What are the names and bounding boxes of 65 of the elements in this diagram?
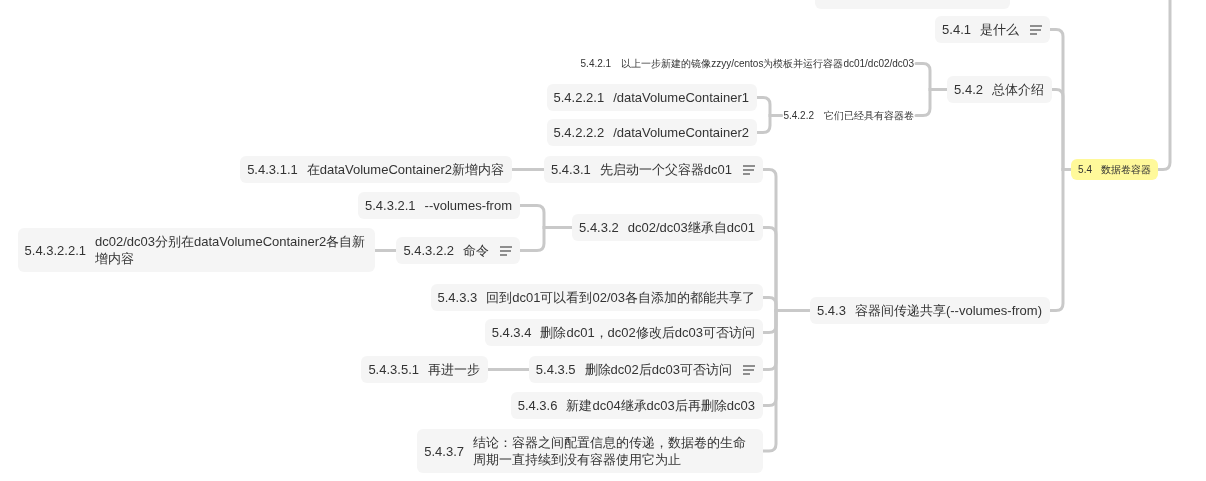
topic-title: 结论：容器之间配置信息的传递，数据卷的生命周期一直持续到没有容器使用它为止 xyxy=(473,434,747,468)
topic-title: 命令 xyxy=(463,242,489,259)
topic-title: 回到dc01可以看到02/03各自添加的都能共享了 xyxy=(486,289,755,306)
topic-box xyxy=(546,119,757,146)
topic-title: 总体介绍 xyxy=(992,81,1044,98)
topic-number: 5.4.3 xyxy=(817,302,846,319)
topic-title: 是什么 xyxy=(980,21,1019,38)
topic-number: 5.4.3.1.1 xyxy=(247,161,298,178)
topic-number: 5.4.3.1 xyxy=(551,161,591,178)
connector-line xyxy=(755,114,783,134)
topic-box xyxy=(572,214,763,241)
topic-number: 5.4.3.2 xyxy=(579,219,619,236)
topic-title: 容器间传递共享(--volumes-from) xyxy=(854,302,1042,319)
topic-box xyxy=(361,356,488,383)
topic-box xyxy=(1071,159,1158,180)
connector-line xyxy=(914,88,949,117)
connector-line xyxy=(1156,0,1172,171)
topic-number: 5.4.3.4 xyxy=(491,324,532,341)
topic-number: 5.4.3.5 xyxy=(535,361,576,378)
connector-line xyxy=(373,249,398,252)
topic-number: 5.4.3.7 xyxy=(424,442,464,460)
topic-title: 先启动一个父容器dc01 xyxy=(599,161,732,178)
topic-number: 5.4 xyxy=(1078,163,1092,177)
topic-box xyxy=(935,16,1050,43)
topic-number: 5.4.3.6 xyxy=(517,397,558,414)
topic-title: 再进一步 xyxy=(428,361,480,378)
topic-box xyxy=(17,228,375,272)
topic-number: 5.4.3.2.1 xyxy=(365,197,416,214)
topic-box xyxy=(528,356,763,383)
topic-box xyxy=(544,156,763,183)
topic-title: 它们已经具有容器卷 xyxy=(824,109,914,123)
topic-number: 5.4.2.2 xyxy=(783,109,814,123)
topic-number: 5.4.2.2.1 xyxy=(553,89,605,106)
topic-number: 5.4.2 xyxy=(954,81,983,98)
topic-box xyxy=(430,284,763,311)
topic-title: --volumes-from xyxy=(424,197,512,214)
topic-box xyxy=(417,429,763,473)
topic-title: 以上一步新建的镜像zzyy/centos为模板并运行容器dc01/dc02/dc03 xyxy=(621,57,914,71)
topic-number: 5.4.3.3 xyxy=(437,289,478,306)
topic-box xyxy=(510,392,763,419)
connector-line xyxy=(518,226,574,252)
topic-number: 5.4.3.5.1 xyxy=(368,361,419,378)
topic-box xyxy=(240,156,512,183)
topic-title: dc02/dc03继承自dc01 xyxy=(627,219,755,236)
topic-title: 删除dc02后dc03可否访问 xyxy=(584,361,732,378)
topic-box xyxy=(396,237,520,264)
topic-title: 删除dc01，dc02修改后dc03可否访问 xyxy=(540,324,755,341)
topic-box xyxy=(546,84,757,111)
topic-title: /dataVolumeContainer2 xyxy=(613,124,749,141)
topic-number: 5.4.3.2.2 xyxy=(403,242,454,259)
topic-title: /dataVolumeContainer1 xyxy=(613,89,749,106)
topic-title: 数据卷容器 xyxy=(1101,163,1151,177)
topic-number: 5.4.3.2.2.1 xyxy=(24,241,86,259)
topic-number: 5.4.1 xyxy=(942,21,971,38)
topic-box xyxy=(358,192,520,219)
topic-number: 5.4.2.2.2 xyxy=(553,124,605,141)
topic-box xyxy=(484,319,763,346)
topic-box xyxy=(947,76,1052,103)
connector-line xyxy=(510,168,546,171)
connector-line xyxy=(761,309,812,453)
topic-number: 5.4.2.1 xyxy=(580,57,612,71)
topic-box xyxy=(810,297,1050,324)
topic-title: 在dataVolumeContainer2新增内容 xyxy=(306,161,504,178)
topic-title: 新建dc04继承dc03后再删除dc03 xyxy=(566,397,755,414)
topic-title: dc02/dc03分别在dataVolumeContainer2各自新增内容 xyxy=(95,233,367,267)
